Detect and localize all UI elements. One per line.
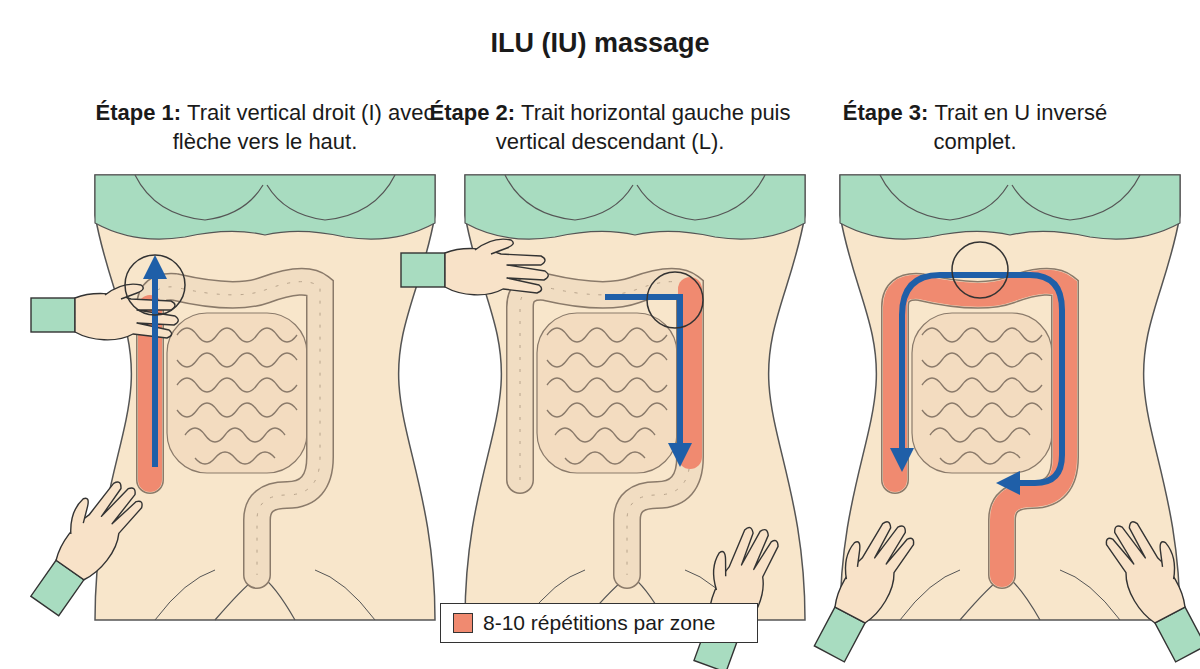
hand <box>802 509 920 665</box>
step-number: Étape 1: <box>96 100 182 125</box>
legend-text: 8-10 répétitions par zone <box>483 611 715 635</box>
focus-circle <box>952 242 1008 298</box>
panel-step-3 <box>802 175 1200 666</box>
massage-arrow <box>605 297 680 455</box>
step-number: Étape 3: <box>843 100 929 125</box>
hand <box>1100 509 1200 665</box>
hand <box>19 468 149 621</box>
hand <box>401 239 548 295</box>
panel-step-2 <box>401 175 805 669</box>
torso <box>95 175 435 620</box>
step-description: Trait horizontal gauche puis vertical de… <box>496 100 791 154</box>
step-description: Trait en U inversé complet. <box>933 100 1107 154</box>
hand <box>681 517 784 669</box>
massage-arrow <box>152 267 158 467</box>
focus-circle <box>647 272 703 328</box>
step-caption: Étape 2:Trait horizontal gauche puis ver… <box>425 98 795 156</box>
diagram-title: ILU (IU) massage <box>0 28 1200 59</box>
step-description: Trait vertical droit (I) avec flèche ver… <box>173 100 435 154</box>
legend-swatch <box>453 613 473 633</box>
highlight-zone <box>895 282 1065 575</box>
step-caption: Étape 3:Trait en U inversé complet. <box>815 98 1135 156</box>
step-number: Étape 2: <box>429 100 515 125</box>
step-caption: Étape 1:Trait vertical droit (I) avec fl… <box>80 98 450 156</box>
focus-circle <box>125 255 185 315</box>
panel-step-1 <box>19 175 435 620</box>
legend-box: 8-10 répétitions par zone <box>440 603 758 643</box>
massage-arrow <box>902 275 1062 483</box>
